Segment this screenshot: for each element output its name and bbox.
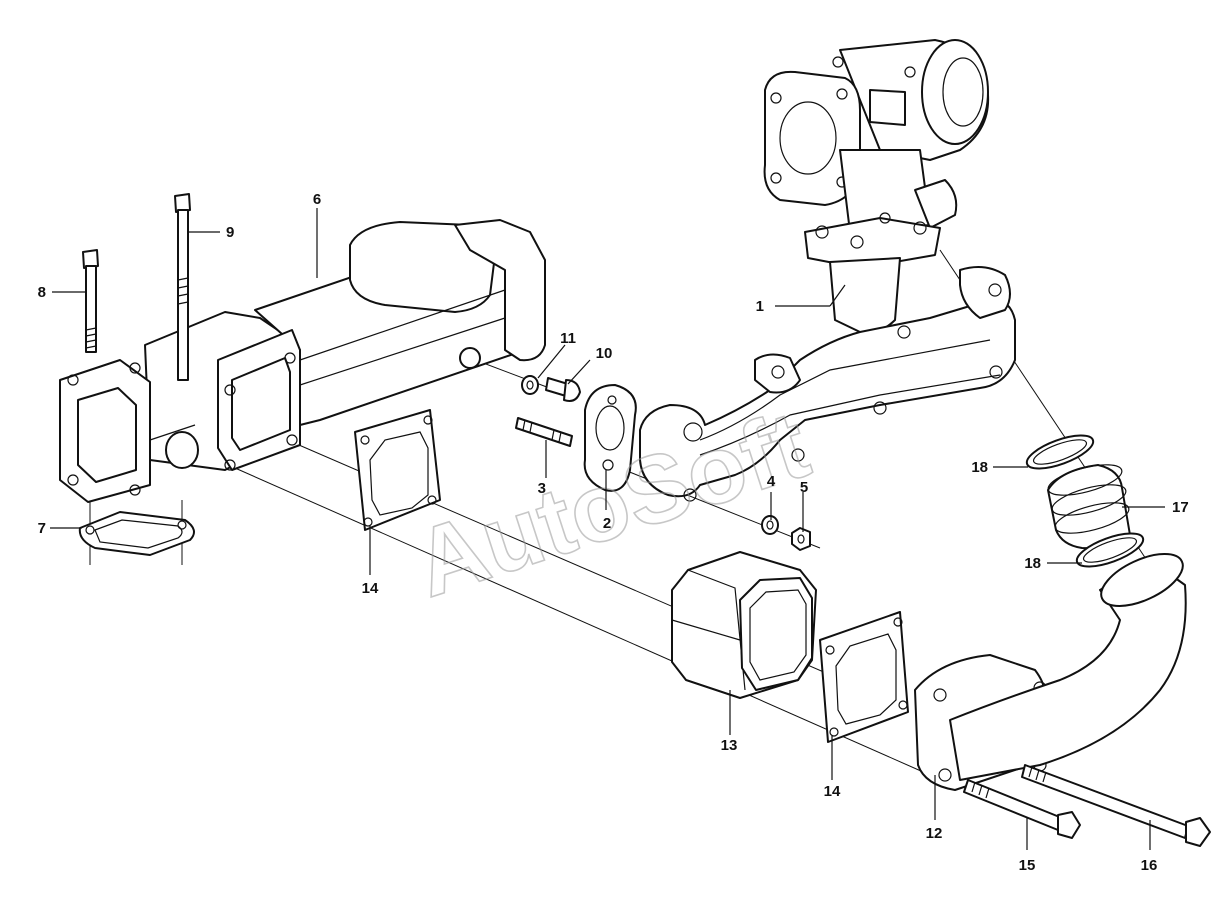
expansion-joint-13	[671, 551, 817, 699]
square-gasket-14a	[354, 409, 441, 531]
callout-2: 2	[603, 515, 611, 532]
bolt-9	[174, 193, 191, 381]
callout-6: 6	[313, 191, 321, 208]
callout-11: 11	[560, 330, 576, 347]
bolt-15	[963, 779, 1081, 839]
washer-11	[521, 375, 539, 395]
callout-labels: 1 2 3 4 5 6 7 8 9 10 11 12 13 14 14 15 1…	[38, 191, 1189, 874]
callout-3: 3	[538, 480, 546, 497]
bolt-16	[1021, 764, 1211, 847]
turbocharger	[763, 39, 990, 233]
nut-5	[791, 527, 811, 551]
square-gasket-14b	[819, 611, 909, 743]
washer-4	[761, 515, 779, 535]
bolt-8	[82, 249, 99, 353]
exhaust-manifold-right	[639, 212, 1016, 502]
stud-3	[515, 417, 573, 447]
callout-4: 4	[767, 473, 776, 490]
callout-leaders	[50, 208, 1165, 850]
callout-8: 8	[38, 284, 46, 301]
sealing-ring-18a	[1025, 434, 1095, 470]
callout-14a: 14	[362, 580, 379, 597]
callout-1: 1	[756, 298, 764, 315]
exhaust-manifold-left	[59, 219, 546, 503]
flange-gasket-2	[583, 384, 637, 492]
callout-9: 9	[226, 224, 234, 241]
gasket-7	[78, 511, 195, 556]
sealing-ring-18b	[1075, 532, 1145, 568]
callout-15: 15	[1019, 857, 1036, 874]
callout-7: 7	[38, 520, 46, 537]
callout-13: 13	[721, 737, 738, 754]
callout-17: 17	[1172, 499, 1189, 516]
flange-pipe-12	[914, 553, 1187, 791]
callout-18b: 18	[1024, 555, 1041, 572]
screw-10	[545, 377, 581, 402]
callout-16: 16	[1141, 857, 1158, 874]
callout-10: 10	[596, 345, 613, 362]
callout-14b: 14	[824, 783, 841, 800]
callout-12: 12	[926, 825, 943, 842]
callout-18a: 18	[971, 459, 988, 476]
callout-5: 5	[800, 479, 808, 496]
